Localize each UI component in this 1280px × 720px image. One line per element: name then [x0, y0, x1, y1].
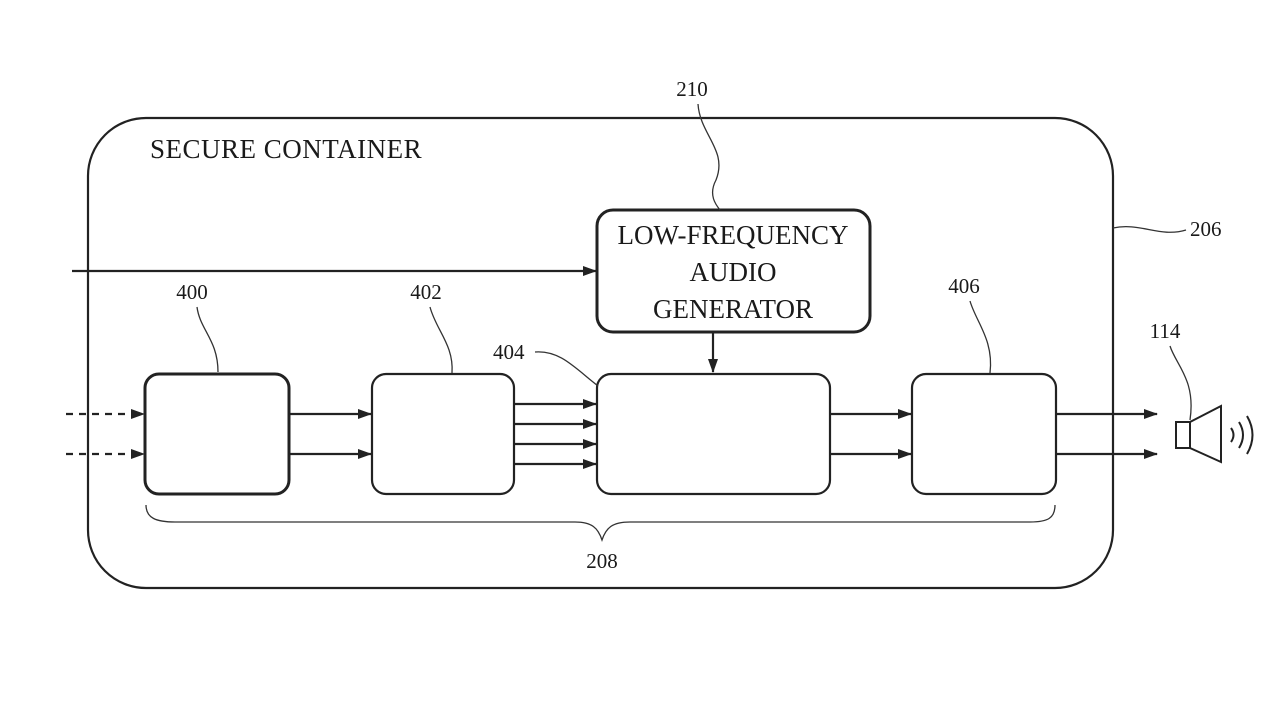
pipeline-ref-label: 208: [586, 549, 618, 573]
speaker-ref-leader: [1169, 345, 1192, 421]
block-400: [143, 372, 291, 496]
block-402: [370, 372, 516, 496]
block-404: [595, 372, 832, 496]
block-406: [910, 372, 1058, 496]
generator-ref-label: 210: [676, 77, 708, 101]
generator-label-line2: AUDIO: [690, 257, 777, 287]
block-406-leader: [969, 300, 992, 374]
block-404-leader: [534, 351, 599, 387]
block-402-ref: 402: [410, 280, 442, 304]
container-ref-label: 206: [1190, 217, 1222, 241]
speaker-icon: [1175, 404, 1254, 464]
generator-label-line3: GENERATOR: [653, 294, 813, 324]
block-400-leader: [196, 306, 219, 373]
container-ref-leader: [1112, 226, 1187, 233]
low-frequency-audio-generator-box: [595, 208, 872, 334]
block-406-ref: 406: [948, 274, 980, 298]
block-402-leader: [429, 306, 453, 374]
generator-ref-leader: [697, 103, 721, 211]
secure-container-outline: [86, 116, 1115, 590]
container-title: SECURE CONTAINER: [150, 134, 422, 164]
block-400-ref: 400: [176, 280, 208, 304]
block-404-ref: 404: [493, 340, 525, 364]
pipeline-brace: [145, 504, 1056, 543]
speaker-ref-label: 114: [1150, 319, 1181, 343]
generator-label-line1: LOW-FREQUENCY: [618, 220, 849, 250]
